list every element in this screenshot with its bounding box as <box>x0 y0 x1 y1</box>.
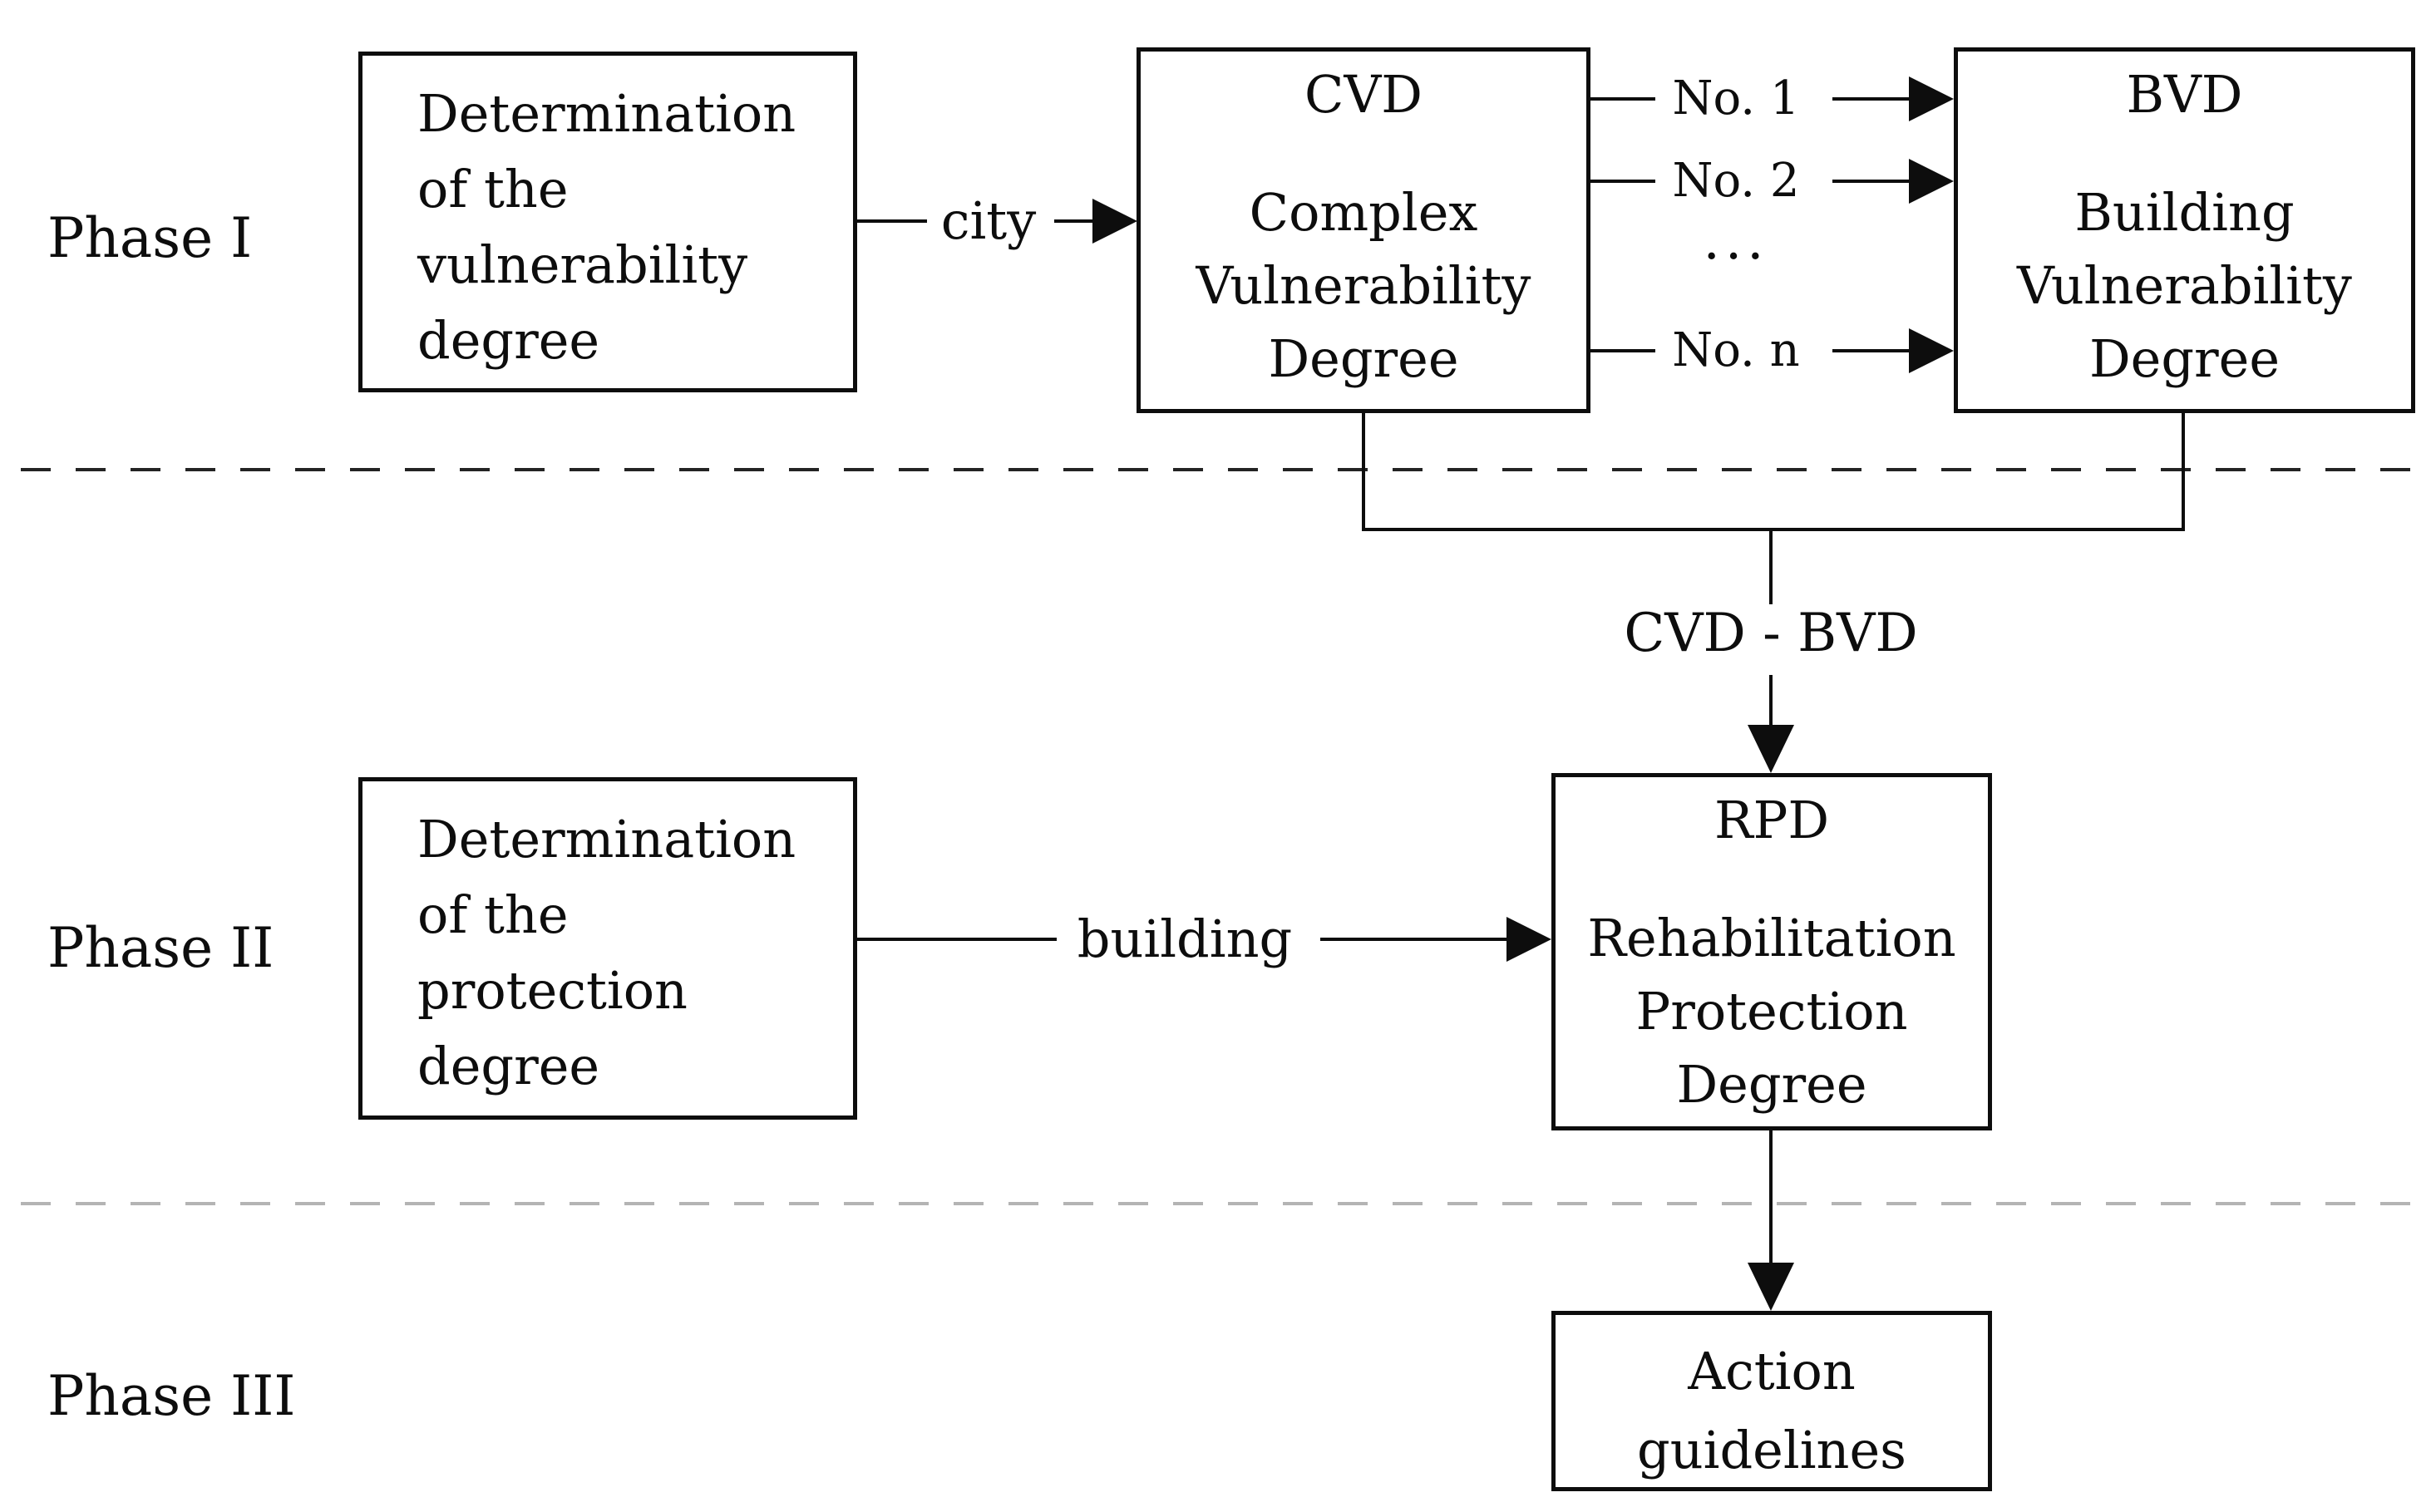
box-abbr: BVD <box>2126 64 2243 125</box>
phase-divider-2 <box>21 1202 2415 1205</box>
arrow-into-bvd-2-icon <box>1909 159 1954 204</box>
box-line: Determination <box>417 809 796 869</box>
arrow-into-action-icon <box>1748 1263 1794 1311</box>
branch-label-1: No. 1 <box>1672 71 1800 126</box>
arrow-into-rpd-top-icon <box>1748 725 1794 773</box>
phase-1-label: Phase I <box>47 206 253 270</box>
rpd-box: RPD Rehabilitation Protection Degree <box>1551 773 1992 1130</box>
box-line: Determination <box>417 83 796 144</box>
arrow-into-cvd-icon <box>1092 199 1137 244</box>
branch-1-line-left <box>1590 97 1655 101</box>
rpd-box-text: RPD Rehabilitation Protection Degree <box>1556 777 1988 1121</box>
phase-3-label: Phase III <box>47 1364 296 1428</box>
branch-2-line-left <box>1590 180 1655 183</box>
box-line: protection <box>417 960 688 1021</box>
box-line: Degree <box>1268 328 1459 389</box>
box-line: degree <box>417 1036 600 1096</box>
action-guidelines-text: Action guidelines <box>1556 1315 1988 1490</box>
determination-protection-text: Determination of the protection degree <box>362 781 853 1104</box>
box-line: degree <box>417 310 600 371</box>
cvd-box: CVD Complex Vulnerability Degree <box>1137 47 1590 413</box>
building-edge-line-right <box>1320 938 1520 941</box>
bvd-box: BVD Building Vulnerability Degree <box>1954 47 2415 413</box>
branch-label-n: No. n <box>1672 323 1800 377</box>
arrow-into-bvd-n-icon <box>1909 328 1954 373</box>
box-line: Protection <box>1635 981 1908 1042</box>
branch-ellipsis: ... <box>1703 210 1769 272</box>
box-line: Vulnerability <box>1196 255 1531 316</box>
box-line: Action <box>1688 1341 1856 1401</box>
box-line: of the <box>417 159 569 219</box>
phase-2-label: Phase II <box>47 916 274 980</box>
line-spacer <box>1141 131 1586 176</box>
branch-2-line-right <box>1832 180 1909 183</box>
box-abbr: CVD <box>1304 64 1423 125</box>
building-edge-label: building <box>1077 909 1293 969</box>
difference-drop-line <box>1769 675 1773 725</box>
cvd-bvd-join-line <box>1362 528 2185 531</box>
city-edge-line-left <box>857 219 927 223</box>
branch-label-2: No. 2 <box>1672 154 1800 208</box>
building-edge-line-left <box>857 938 1057 941</box>
determination-protection-box: Determination of the protection degree <box>358 777 857 1120</box>
determination-vulnerability-box: Determination of the vulnerability degre… <box>358 52 857 392</box>
line-spacer <box>1556 857 1988 902</box>
cvd-bvd-difference-label: CVD - BVD <box>1624 603 1918 664</box>
box-line: Rehabilitation <box>1587 908 1956 968</box>
box-line: guidelines <box>1637 1420 1906 1480</box>
box-line: Complex <box>1249 182 1478 243</box>
join-drop-line <box>1769 528 1773 604</box>
rpd-drop-line <box>1769 1130 1773 1263</box>
branch-1-line-right <box>1832 97 1909 101</box>
line-spacer <box>1958 131 2411 176</box>
box-line: Degree <box>1676 1054 1867 1115</box>
branch-n-line-left <box>1590 349 1655 352</box>
phase-divider-1 <box>21 468 2415 471</box>
cvd-box-text: CVD Complex Vulnerability Degree <box>1141 52 1586 396</box>
city-edge-label: city <box>940 190 1037 251</box>
action-guidelines-box: Action guidelines <box>1551 1311 1992 1491</box>
bvd-drop-line <box>2182 413 2185 531</box>
box-line: vulnerability <box>417 234 748 295</box>
bvd-box-text: BVD Building Vulnerability Degree <box>1958 52 2411 396</box>
box-line: Building <box>2074 182 2295 243</box>
box-line: Vulnerability <box>2017 255 2352 316</box>
branch-n-line-right <box>1832 349 1909 352</box>
box-line: Degree <box>2088 328 2281 389</box>
cvd-drop-line <box>1362 413 1365 531</box>
arrow-into-bvd-1-icon <box>1909 76 1954 121</box>
arrow-into-rpd-left-icon <box>1506 917 1551 962</box>
box-line: of the <box>417 884 569 945</box>
determination-vulnerability-text: Determination of the vulnerability degre… <box>362 56 853 378</box>
city-edge-line-right <box>1054 219 1096 223</box>
box-abbr: RPD <box>1714 790 1830 850</box>
